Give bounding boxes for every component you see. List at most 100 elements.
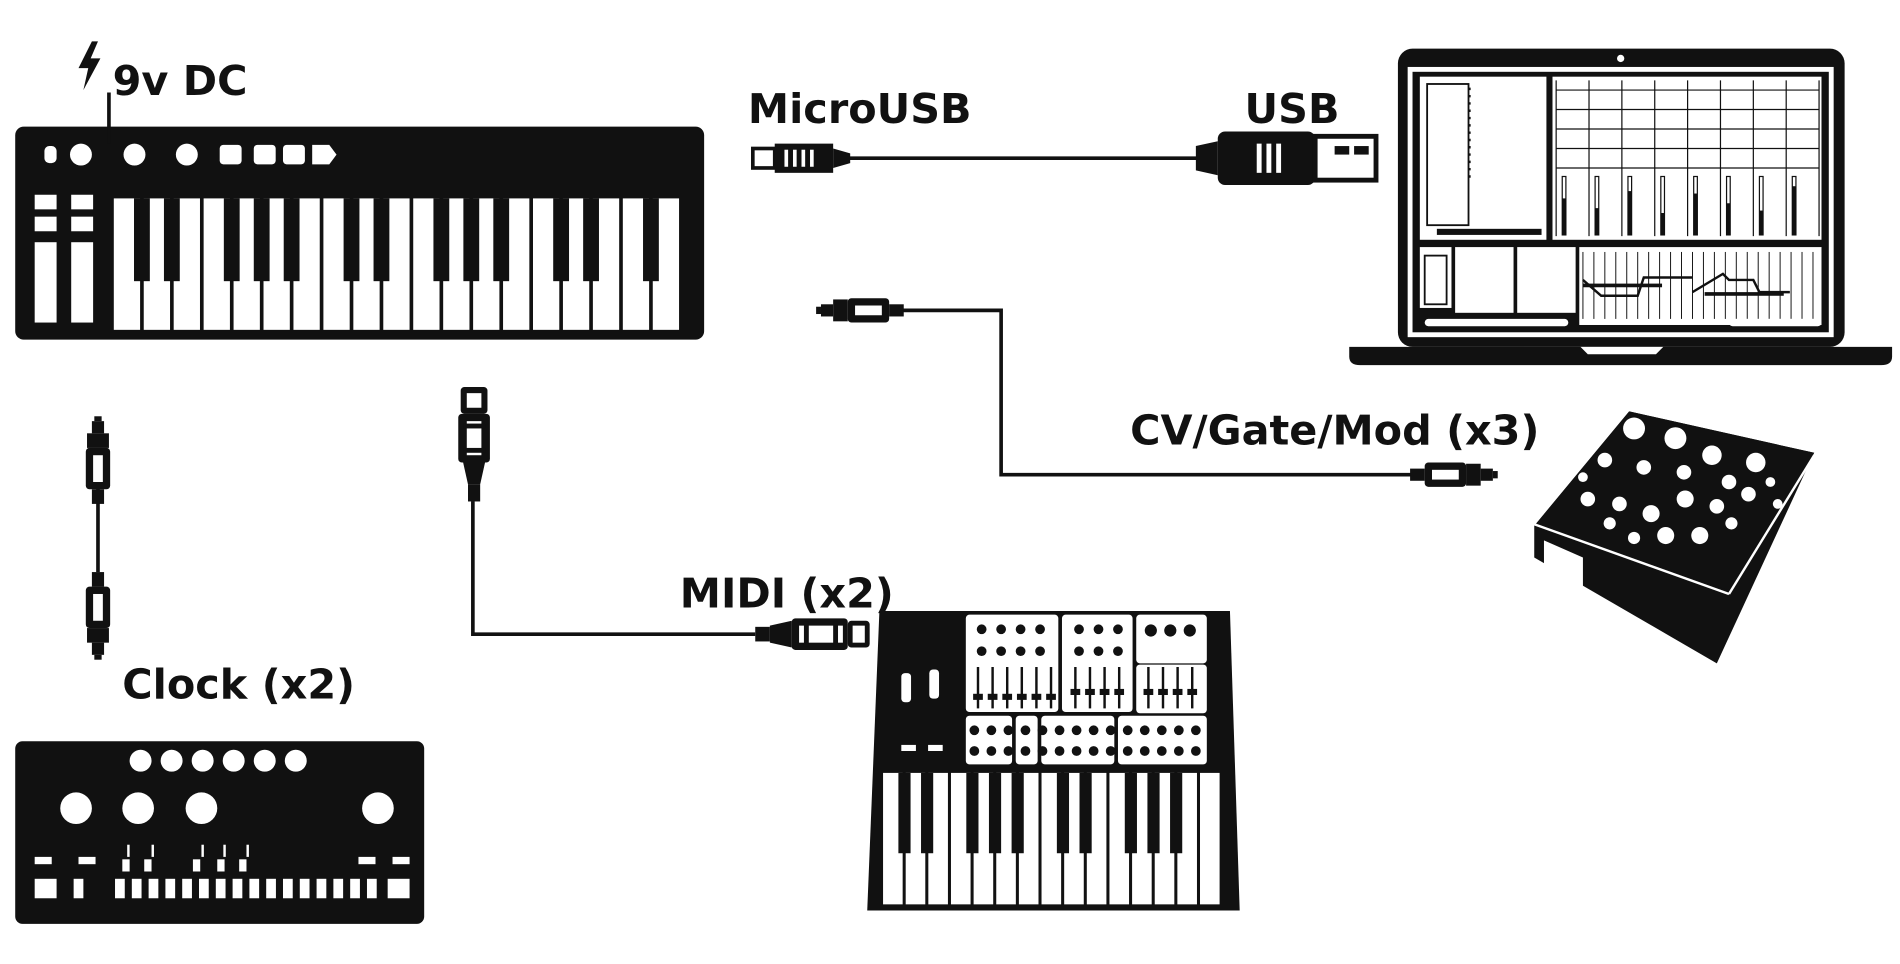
drum-pad (358, 856, 376, 865)
synth-knob (1020, 746, 1031, 756)
black-key (1124, 772, 1137, 854)
meter-level (1660, 213, 1665, 235)
drum-button (222, 749, 245, 772)
synth-slider-cap (1016, 693, 1027, 700)
synth-slider-cap (1031, 693, 1042, 700)
synth-knob (1191, 746, 1201, 756)
meter-level (1627, 191, 1632, 235)
microusb-label: MicroUSB (748, 85, 972, 133)
keyboard-controller (15, 126, 705, 340)
knob (1597, 452, 1613, 468)
synth-slider (1049, 667, 1053, 709)
drum-led (201, 844, 204, 857)
knob (1664, 427, 1687, 450)
white-key (973, 772, 994, 905)
black-key (463, 198, 480, 282)
usb-plug-icon (1195, 131, 1379, 186)
drum-button (160, 749, 183, 772)
synth-knob (996, 624, 1006, 635)
synth-knob (986, 725, 997, 736)
synth-knob (1020, 725, 1031, 736)
drum-step (366, 878, 377, 899)
synth-knob (976, 646, 987, 657)
synth-knob (976, 624, 987, 635)
drum-pad (73, 878, 84, 899)
synth-knob (1054, 725, 1065, 736)
white-key (1064, 772, 1084, 905)
synth-knob (1035, 646, 1045, 657)
laptop (1349, 48, 1893, 366)
black-key (223, 198, 240, 282)
midi-plug-icon (755, 618, 870, 650)
cv-gate-label: CV/Gate/Mod (x3) (1130, 406, 1539, 454)
drum-led (127, 844, 130, 857)
black-key (898, 772, 911, 854)
synth-knob (1173, 725, 1184, 736)
synth-slider-cap (1143, 688, 1154, 696)
drum-knob (60, 792, 92, 825)
synth-knob (1122, 725, 1133, 736)
midi-plug-icon (458, 387, 490, 502)
black-key (1011, 772, 1024, 854)
drum-machine (15, 741, 425, 924)
synth-knob (986, 746, 997, 756)
synth-knob (1054, 746, 1065, 756)
drum-button (253, 749, 276, 772)
synth-knob (1105, 746, 1116, 756)
drum-pad (217, 859, 225, 872)
synth-knob (1071, 746, 1082, 756)
knob (1709, 499, 1725, 514)
synth-knob (1003, 725, 1014, 736)
drum-step (215, 878, 226, 899)
synth-slider (1103, 667, 1106, 709)
white-key (1041, 772, 1062, 905)
synth-slider (1191, 667, 1194, 709)
white-key (1109, 772, 1130, 905)
drum-step (115, 878, 125, 899)
meter-level (1792, 186, 1796, 235)
synth-knob (1035, 624, 1045, 635)
synth-knob (1015, 624, 1026, 635)
synth-slider (1147, 667, 1150, 709)
trs-jack-icon (1410, 462, 1498, 487)
drum-pad (122, 859, 130, 872)
synth-slider-cap (1099, 688, 1110, 696)
synth-slider (991, 667, 994, 709)
synth-knob (1113, 624, 1123, 635)
synth-knob (1139, 746, 1150, 756)
drum-step (282, 878, 293, 899)
synth-knob (1088, 725, 1099, 736)
knob (1578, 472, 1588, 482)
white-key (1086, 772, 1107, 905)
synth-slider-cap (1187, 688, 1198, 696)
synth-knob (1191, 725, 1201, 736)
synth-knob (1037, 746, 1048, 756)
case-knobs (1578, 417, 1783, 545)
drum-step (232, 878, 243, 899)
black-key (988, 772, 1002, 854)
synth-panel (1136, 614, 1207, 664)
synth-knob (1074, 624, 1084, 635)
knob (1702, 445, 1722, 465)
drum-step (131, 878, 142, 899)
synth-slider-cap (987, 693, 998, 700)
white-key (1154, 772, 1175, 905)
midi-label: MIDI (x2) (680, 569, 894, 617)
knob (1725, 517, 1738, 530)
synth-slider (976, 667, 980, 709)
drum-step (249, 878, 260, 899)
synth-panel (1136, 664, 1207, 714)
bolt-icon (78, 41, 101, 91)
drum-pad (78, 856, 96, 865)
synth-slider-cap (1172, 688, 1183, 696)
microusb-plug-icon (750, 143, 851, 173)
synth-knob (1015, 646, 1026, 657)
synth-knob (1093, 624, 1104, 635)
black-key (163, 198, 180, 282)
meter-level (1726, 203, 1731, 235)
drum-pad (387, 878, 410, 899)
meter-level (1693, 193, 1698, 235)
synth-knob (996, 646, 1006, 657)
synth-white-keys (883, 772, 1220, 905)
